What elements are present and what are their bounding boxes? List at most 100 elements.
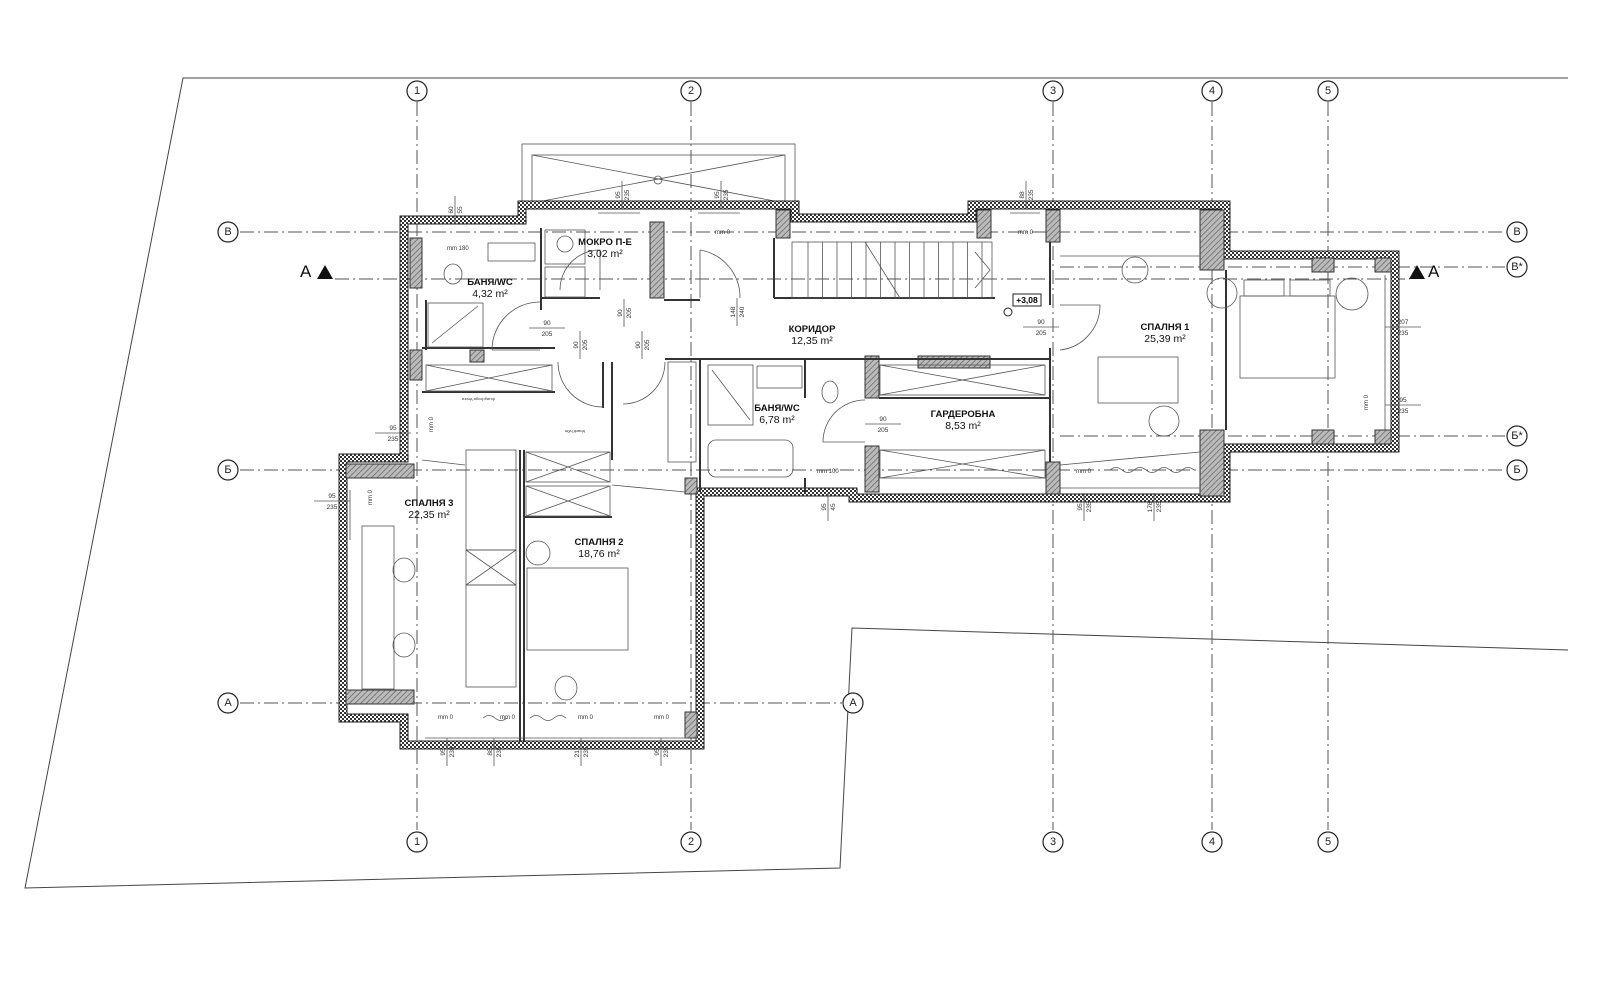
room-name: МОКРО П-Е	[578, 237, 632, 248]
svg-text:235: 235	[1398, 330, 1409, 337]
section-mark-right: А	[1409, 262, 1440, 281]
wardrobe	[465, 584, 517, 688]
grid-bubble-col-2: 2	[680, 831, 702, 853]
svg-text:235: 235	[1398, 408, 1409, 415]
sill-height-note: mm 0	[438, 715, 454, 721]
svg-text:А: А	[1428, 262, 1440, 281]
grid-bubble-row-right: В	[1506, 221, 1528, 243]
svg-text:235: 235	[1028, 189, 1035, 200]
svg-text:95: 95	[714, 191, 721, 199]
grid-label: А	[849, 697, 857, 709]
grid-bubble-col-1: 1	[406, 831, 428, 853]
dryer	[544, 266, 586, 298]
wardrobe	[465, 449, 517, 551]
svg-text:55: 55	[457, 206, 464, 214]
section-mark-left: А	[300, 262, 333, 281]
sill-height-note: mm 0	[1364, 394, 1370, 410]
svg-text:95: 95	[821, 503, 828, 511]
grid-bubble-col-2: 2	[680, 80, 702, 102]
doors	[491, 249, 1101, 443]
grid-bubble-col-5: 5	[1317, 80, 1339, 102]
sofa	[1097, 356, 1179, 404]
svg-text:60: 60	[448, 206, 455, 214]
sill-height-note: mm 0	[578, 715, 594, 721]
svg-text:217: 217	[574, 746, 581, 757]
room-label: БАНЯ/WC6,78 m²	[754, 403, 800, 426]
sill-height-note: mm 0	[1018, 230, 1034, 236]
room-area: 25,39 m²	[1144, 333, 1186, 345]
room-label: БАНЯ/WC4,32 m²	[467, 277, 513, 300]
svg-text:178: 178	[1147, 501, 1154, 512]
sill-height-note: mm 0	[715, 230, 731, 236]
svg-text:45: 45	[830, 503, 837, 511]
grid-bubble-col-1: 1	[406, 80, 428, 102]
grid-bubble-col-5: 5	[1317, 831, 1339, 853]
windows	[349, 212, 1386, 739]
svg-text:235: 235	[1156, 501, 1163, 512]
washing-machine	[544, 229, 586, 265]
svg-text:205: 205	[542, 331, 553, 338]
fixture-note: щуц довод	[565, 428, 586, 433]
room-area: 8,53 m²	[945, 420, 981, 432]
svg-text:95: 95	[440, 748, 447, 756]
svg-text:90: 90	[573, 341, 580, 349]
section-arrow-icon	[317, 265, 333, 279]
section-arrow-icon	[1409, 265, 1425, 279]
svg-text:240: 240	[739, 306, 746, 317]
svg-text:+3,08: +3,08	[1016, 295, 1038, 305]
kitchen-cabinet	[425, 364, 553, 392]
grid-label: В	[1513, 226, 1520, 238]
svg-text:90: 90	[543, 320, 551, 327]
sill-height-note: mm 180	[447, 246, 469, 252]
svg-text:235: 235	[327, 504, 338, 511]
level-marker: +3,08	[1003, 293, 1042, 317]
svg-text:205: 205	[878, 427, 889, 434]
svg-text:А: А	[300, 262, 312, 281]
svg-text:205: 205	[582, 339, 589, 350]
grid-bubble-col-4: 4	[1201, 80, 1223, 102]
svg-text:235: 235	[583, 746, 590, 757]
room-name: КОРИДОР	[789, 324, 837, 335]
washbasin	[756, 365, 803, 389]
room-name: БАНЯ/WC	[467, 277, 513, 288]
room-area: 6,78 m²	[759, 414, 795, 426]
svg-text:148: 148	[730, 306, 737, 317]
grid-label: 2	[688, 836, 694, 848]
bathtub	[707, 439, 794, 478]
svg-text:95: 95	[1077, 503, 1084, 511]
room-area: 22,35 m²	[408, 509, 450, 521]
svg-text:235: 235	[723, 189, 730, 200]
grid-bubble-row-left: Б	[217, 459, 239, 481]
sill-height-note: mm 100	[817, 469, 839, 475]
grid-bubble-row-right: Б*	[1506, 425, 1528, 447]
grid-label: 3	[1050, 836, 1056, 848]
svg-text:205: 205	[626, 307, 633, 318]
svg-text:95: 95	[1399, 397, 1407, 404]
grid-bubble-row-a-mid: А	[842, 692, 864, 714]
sill-height-note: mm 0	[1076, 469, 1092, 475]
balcony	[521, 143, 796, 207]
grid-bubble-col-3: 3	[1042, 80, 1064, 102]
sill-height-note: mm 0	[368, 489, 374, 505]
grid-label: 2	[688, 85, 694, 97]
shower-tray	[427, 302, 484, 348]
svg-text:235: 235	[1086, 501, 1093, 512]
dimension-label: 95 235	[1385, 397, 1421, 415]
grid-label: 1	[414, 836, 420, 848]
svg-text:95: 95	[654, 748, 661, 756]
interior-walls	[421, 228, 1227, 742]
washbasin	[487, 242, 536, 262]
cabinet	[667, 361, 697, 463]
